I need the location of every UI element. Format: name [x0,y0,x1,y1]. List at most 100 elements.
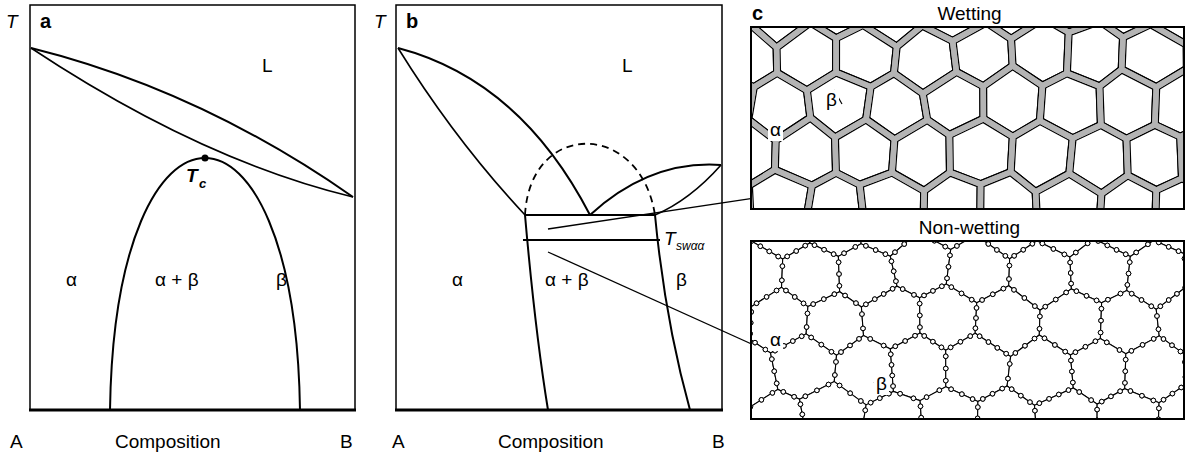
beta-particle [784,288,789,293]
beta-particle [864,302,869,307]
beta-particle [943,378,948,383]
beta-particle [826,382,831,387]
beta-particle [911,396,916,401]
beta-particle [1129,349,1134,354]
beta-phase-layer [1096,175,1156,210]
beta-particle [801,301,806,306]
beta-particle [940,284,945,289]
beta-particle [969,297,974,302]
beta-particle [1033,408,1038,413]
beta-particle [968,334,973,339]
beta-particle [833,373,838,378]
grain-boundary-film [980,172,1040,210]
beta-particle [1042,336,1047,341]
beta-particle [860,312,865,317]
beta-particle [1037,326,1042,331]
beta-particle [1089,398,1094,403]
composition-axis [29,409,356,412]
beta-particle [1012,288,1017,293]
panel-frame [30,5,355,410]
beta-particle [946,265,951,270]
beta-particle [770,391,775,396]
beta-particle [1166,245,1171,250]
beta-particle [1114,248,1119,253]
beta-particle [890,373,895,378]
beta-particle [1033,408,1038,413]
beta-particle [872,297,877,302]
beta-particle [1068,260,1073,265]
beta-particle [980,298,985,303]
beta-particle [780,278,785,283]
beta-particle [969,297,974,302]
beta-particle [800,412,805,417]
composition-axis [395,409,723,412]
beta-particle [1109,394,1114,399]
beta-particle [794,249,799,254]
beta-particle [1093,339,1098,344]
beta-particle [889,259,894,264]
beta-particle [902,242,907,247]
beta-particle [1129,349,1134,354]
beta-particle [903,339,908,344]
beta-particle [1028,400,1033,405]
beta-particle [1033,304,1038,309]
beta-particle [943,354,948,359]
beta-particle [1157,406,1162,411]
beta-particle [913,333,918,338]
beta-particle [1127,260,1132,265]
beta-particle [1176,249,1181,254]
beta-particle [1118,389,1123,394]
beta-particle [889,363,894,368]
beta-particle [1003,254,1008,259]
beta-particle [922,293,927,298]
beta-particle [822,247,827,252]
beta-particle [1084,294,1089,299]
beta-particle [754,301,759,306]
beta-particle [898,391,903,396]
component-label: B [712,432,725,453]
beta-particle [753,340,758,345]
beta-particle [890,373,895,378]
beta-particle [891,269,896,274]
beta-particle [792,394,797,399]
panel-frame [396,5,722,410]
beta-particle [949,387,954,392]
beta-particle [917,313,922,318]
beta-particle [1043,304,1048,309]
beta-particle [1123,252,1128,257]
beta-particle [1123,357,1128,362]
beta-particle [943,244,948,249]
beta-particle [977,334,982,339]
beta-particle [1117,348,1122,353]
beta-particle [1157,406,1162,411]
beta-particle [922,334,927,339]
beta-particle [1146,242,1151,247]
beta-particle [1170,343,1175,348]
grain-boundary-film [860,173,924,210]
beta-particle [902,242,907,247]
beta-particle [826,382,831,387]
beta-particle [1069,281,1074,286]
grain-boundary [800,382,867,420]
beta-particle [888,352,893,357]
beta-particle [833,373,838,378]
beta-particle [1012,254,1017,259]
beta-particle [943,244,948,249]
beta-particle [1126,271,1131,276]
beta-particle [976,405,981,410]
grain-boundary [1156,384,1185,420]
beta-particle [1032,336,1037,341]
beta-particle [792,295,797,300]
beta-phase-layer [1036,174,1102,210]
beta-particle [1047,397,1052,402]
beta-particle [1128,389,1133,394]
grain-boundary [976,386,1040,420]
beta-particle [977,334,982,339]
beta-particle [1071,380,1076,385]
beta-particle [753,340,758,345]
beta-particle [1094,298,1099,303]
beta-particle [868,337,873,342]
beta-particle [918,325,923,330]
beta-particle [832,292,837,297]
beta-particle [1151,337,1156,342]
